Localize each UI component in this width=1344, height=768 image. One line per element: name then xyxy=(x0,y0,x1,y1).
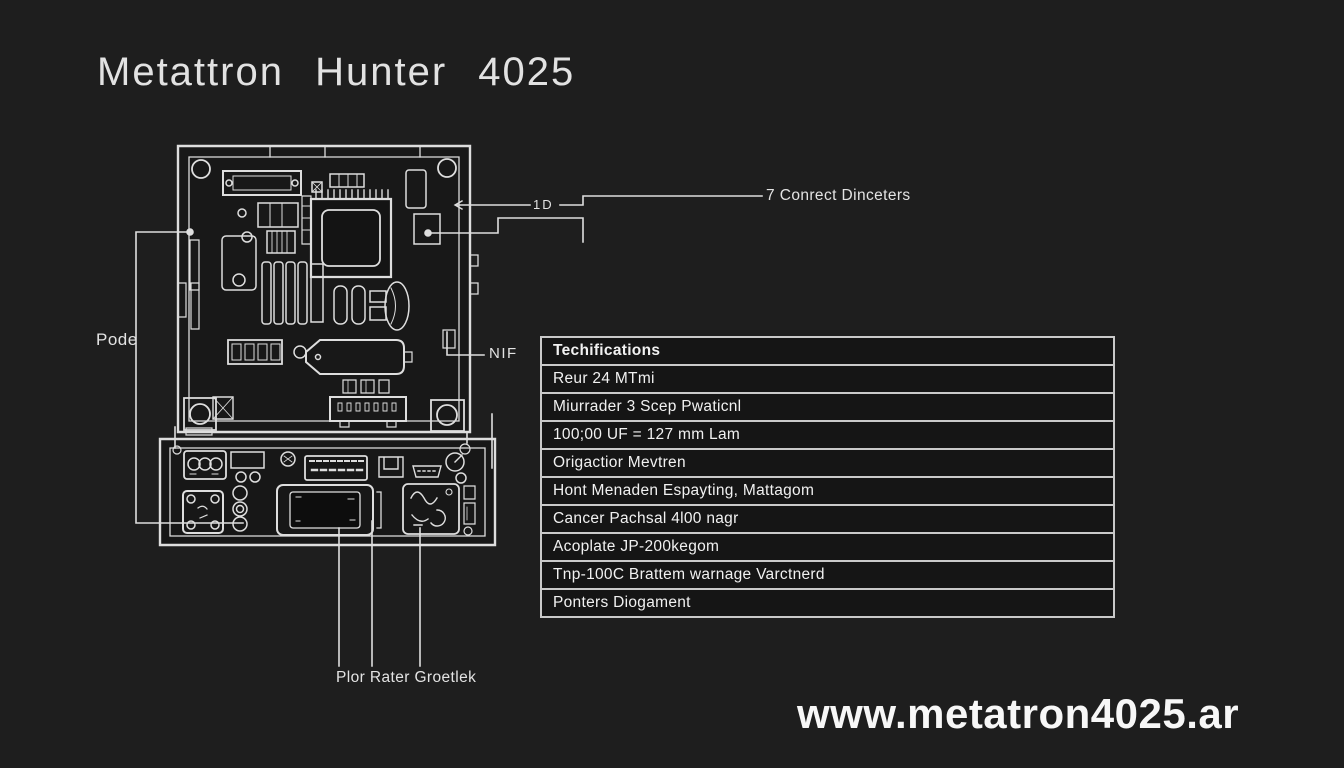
table-row: Cancer Pachsal 4l00 nagr xyxy=(542,506,1113,534)
callout-label-bottom: Plor Rater Groetlek xyxy=(336,669,477,686)
callout-label-nif: NIF xyxy=(489,345,518,362)
table-row: Tnp-100C Brattem warnage Varctnerd xyxy=(542,562,1113,590)
callout-label-1d: 1D xyxy=(533,197,554,212)
leader-lines xyxy=(136,196,762,666)
table-row: 100;00 UF = 127 mm Lam xyxy=(542,422,1113,450)
table-row: Origactior Mevtren xyxy=(542,450,1113,478)
cpu-chip xyxy=(302,190,391,277)
board-components xyxy=(178,170,478,435)
table-row: Hont Menaden Espayting, Mattagom xyxy=(542,478,1113,506)
rear-panel-ports xyxy=(183,451,475,535)
spec-table-header: Techifications xyxy=(542,338,1113,366)
table-row: Miurrader 3 Scep Pwaticnl xyxy=(542,394,1113,422)
main-board-outline xyxy=(178,146,470,432)
callout-label-connectors: 7 Conrect Dinceters xyxy=(766,187,911,204)
table-row: Acoplate JP-200kegom xyxy=(542,534,1113,562)
callout-label-pode: Pode xyxy=(96,330,138,349)
table-row: Ponters Diogament xyxy=(553,594,691,611)
product-title: Metattron Hunter 4025 xyxy=(97,50,576,94)
website-url: www.metatron4025.ar xyxy=(797,690,1240,737)
table-row: Reur 24 MTmi xyxy=(542,366,1113,394)
